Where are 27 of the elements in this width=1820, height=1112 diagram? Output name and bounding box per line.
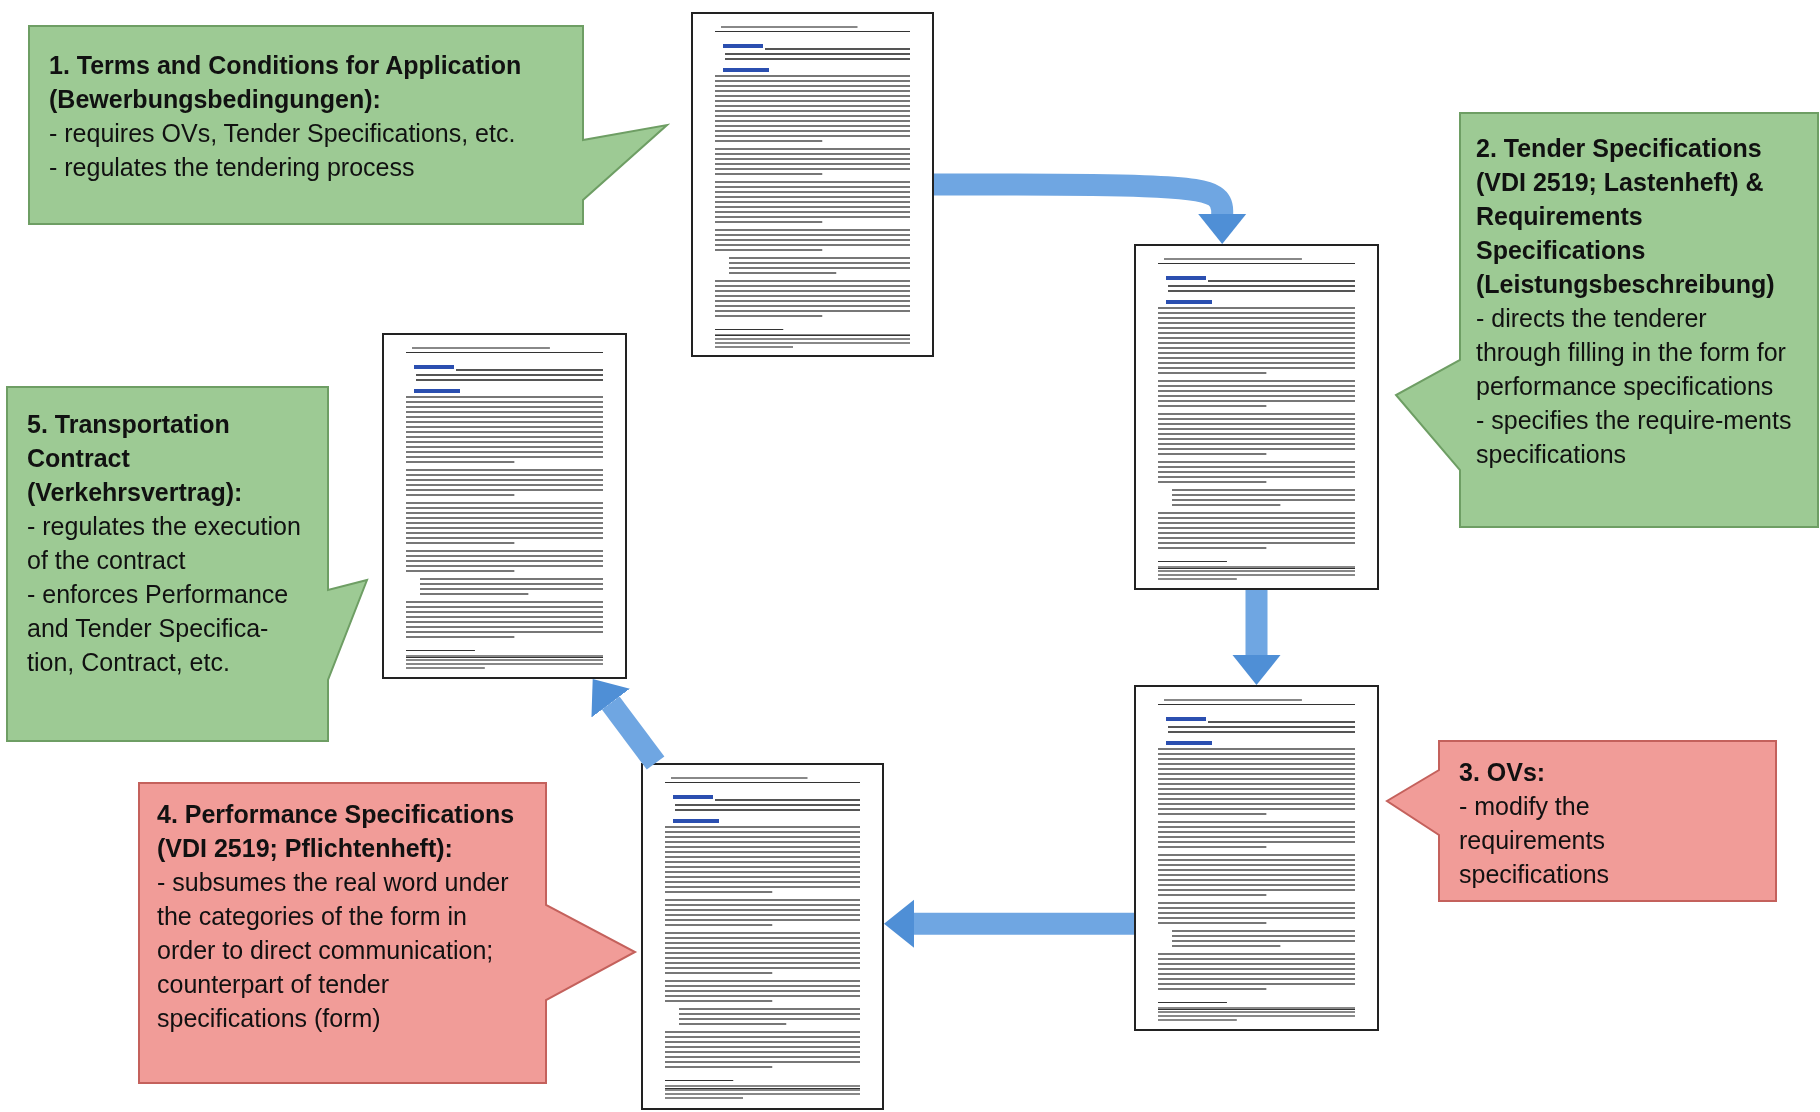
arrow xyxy=(1232,590,1281,685)
callout-heading: 2. Tender Specifications (VDI 2519; Lastenheft) & Requirements Specifications (Leistungsbeschreibung) xyxy=(1476,133,1776,300)
document-drawing xyxy=(1134,244,1379,590)
callout-text: - directs the tenderer through filling in the form for performance specifications xyxy=(1476,303,1787,402)
callout-text: - specifies the require-ments specifications xyxy=(1476,405,1793,470)
speech-bubble xyxy=(29,26,667,224)
callout-heading: 3. OVs: xyxy=(1459,757,1547,788)
arrow xyxy=(884,899,1134,948)
document-drawing xyxy=(691,12,934,357)
document-drawing xyxy=(641,763,884,1110)
speech-bubble xyxy=(7,387,367,741)
callout-text: - enforces Performance and Tender Specifica-tion, Contract, etc. xyxy=(27,579,290,678)
document-drawing xyxy=(382,333,627,679)
callout-text: - modify the requirements specifications xyxy=(1459,791,1611,890)
callout-text: - regulates the execution of the contract xyxy=(27,511,302,576)
speech-bubble xyxy=(139,783,635,1083)
speech-bubble xyxy=(1387,741,1776,901)
callout-heading: 5. Transportation Contract (Verkehrsvertrag): xyxy=(27,409,244,508)
callout-text: - requires OVs, Tender Specifications, etc. xyxy=(49,118,517,149)
arrow xyxy=(591,679,665,770)
speech-bubble xyxy=(1396,113,1818,527)
arrow xyxy=(934,173,1247,244)
callout-heading: 1. Terms and Conditions for Application (Bewerbungsbedingungen): xyxy=(49,50,523,115)
callout-text: - regulates the tendering process xyxy=(49,152,416,183)
callout-text: - subsumes the real word under the categories of the form in order to direct communication; counterpart of tender specifications (form) xyxy=(157,867,510,1034)
callout-heading: 4. Performance Specifications (VDI 2519; Pflichtenheft): xyxy=(157,799,516,864)
document-drawing xyxy=(1134,685,1379,1031)
